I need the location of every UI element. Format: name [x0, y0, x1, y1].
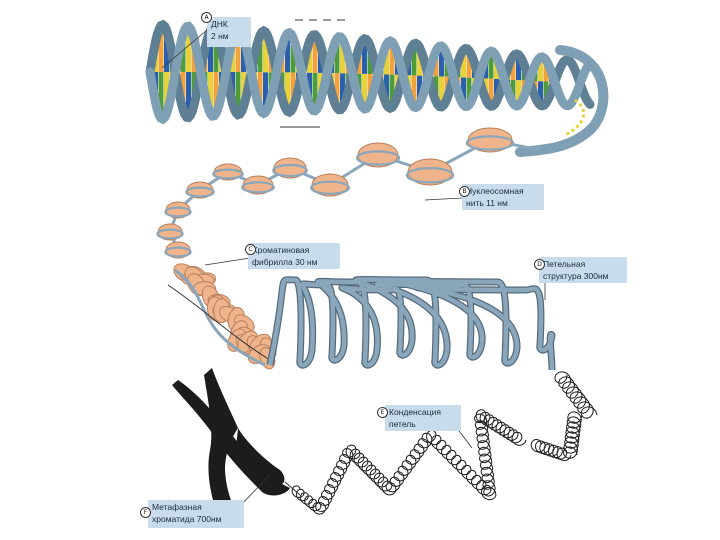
label-loop-line1: Петельная: [543, 258, 623, 270]
label-nucleosome: Нуклеосомная нить 11 нм: [462, 184, 544, 210]
label-chromatin-line2: фибрилла 30 нм: [252, 256, 336, 268]
badge-chromatid: F: [140, 507, 151, 518]
label-loop-line2: структура 300нм: [543, 270, 623, 282]
metaphase-chromatid: [172, 368, 300, 521]
label-loop: Петельная структура 300нм: [539, 257, 627, 283]
badge-condensation: E: [377, 407, 388, 418]
label-condensation-line2: петель: [389, 418, 457, 430]
leader-line: [425, 198, 462, 200]
label-chromatid: Метафазная хроматида 700нм: [148, 500, 244, 528]
condensed-coil: [292, 486, 325, 514]
label-condensation-line1: Конденсация: [389, 406, 457, 418]
badge-loop: D: [534, 259, 545, 270]
label-dna-line1: ДНК: [211, 18, 247, 30]
badge-nucleosome: B: [459, 186, 470, 197]
condensed-coil: [346, 445, 396, 495]
badge-chromatin: C: [245, 244, 256, 255]
looped-domain-300nm: [270, 280, 552, 370]
badge-dna: A: [201, 12, 212, 23]
label-chromatin: Хроматиновая фибрилла 30 нм: [248, 243, 340, 269]
leader-line: [205, 258, 250, 265]
label-chromatid-line2: хроматида 700нм: [152, 513, 240, 525]
condensed-coil: [555, 372, 597, 419]
label-dna-line2: 2 нм: [211, 30, 247, 42]
label-chromatid-line1: Метафазная: [152, 501, 240, 513]
condensed-loops: [292, 372, 597, 514]
label-dna: ДНК 2 нм: [207, 17, 251, 47]
label-chromatin-line1: Хроматиновая: [252, 244, 336, 256]
label-nucleosome-line1: Нуклеосомная: [466, 185, 540, 197]
label-condensation: Конденсация петель: [385, 405, 461, 431]
label-nucleosome-line2: нить 11 нм: [466, 197, 540, 209]
chromatin-fibril-30nm: [168, 260, 279, 371]
condensed-coil: [386, 433, 436, 492]
